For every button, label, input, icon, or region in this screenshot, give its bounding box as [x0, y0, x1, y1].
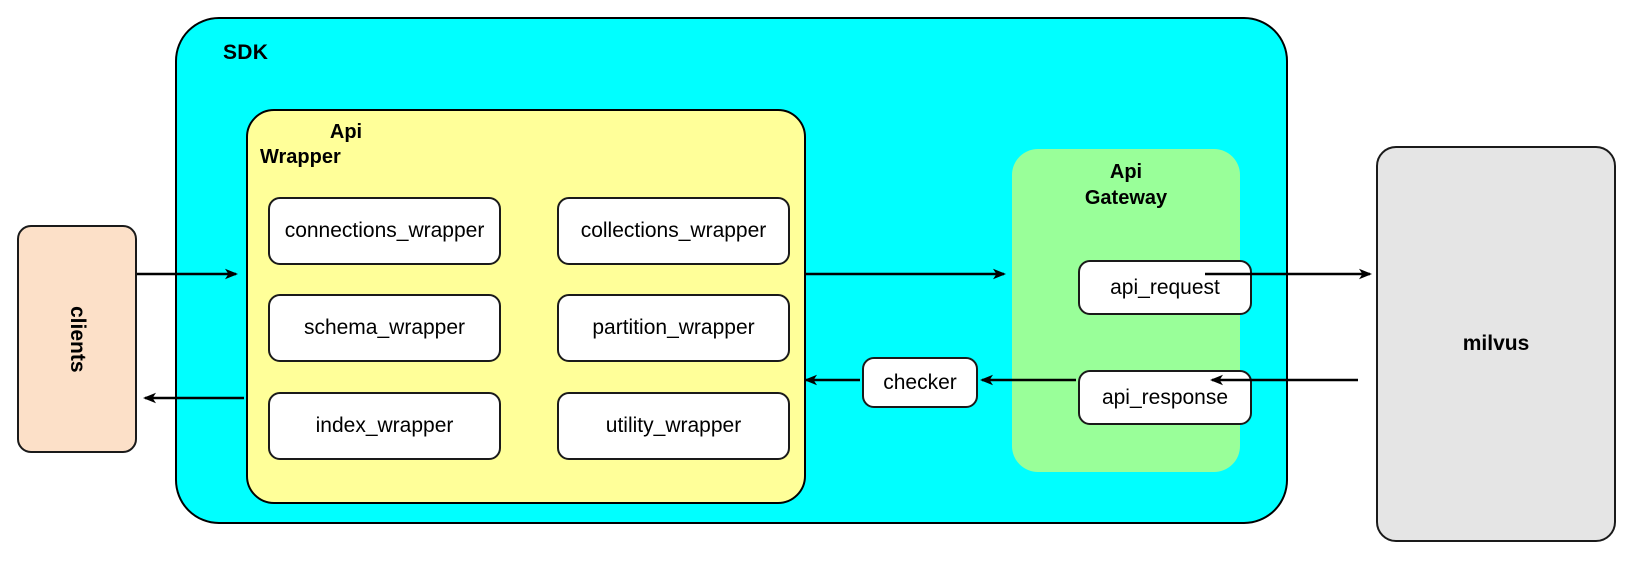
- wrapper-box-label: schema_wrapper: [303, 316, 466, 339]
- sdk-title: SDK: [223, 41, 269, 64]
- checker-node[interactable]: checker: [862, 357, 978, 408]
- api-request-node[interactable]: api_request: [1078, 260, 1252, 315]
- wrapper-box-label: index_wrapper: [315, 414, 454, 437]
- milvus-node[interactable]: milvus: [1376, 146, 1616, 542]
- api-response-label: api_response: [1101, 385, 1229, 409]
- wrapper-box-utility[interactable]: utility_wrapper: [557, 392, 790, 460]
- checker-label: checker: [883, 370, 957, 394]
- sdk-container[interactable]: SDK Api Wrapper connections_wrapper coll…: [175, 17, 1288, 524]
- wrapper-box-schema[interactable]: schema_wrapper: [268, 294, 501, 362]
- api-wrapper-group[interactable]: Api Wrapper connections_wrapper collecti…: [246, 109, 806, 504]
- wrapper-box-connections[interactable]: connections_wrapper: [268, 197, 501, 265]
- api-gateway-title-line1: Api: [1109, 161, 1143, 183]
- api-wrapper-title-line1: Api: [329, 121, 363, 143]
- api-response-node[interactable]: api_response: [1078, 370, 1252, 425]
- wrapper-box-collections[interactable]: collections_wrapper: [557, 197, 790, 265]
- api-gateway-group[interactable]: Api Gateway api_request api_response: [1012, 149, 1252, 472]
- api-gateway-title: Api Gateway: [1012, 159, 1240, 211]
- wrapper-box-label: collections_wrapper: [580, 219, 767, 242]
- milvus-label: milvus: [1462, 332, 1530, 355]
- wrapper-box-index[interactable]: index_wrapper: [268, 392, 501, 460]
- wrapper-box-label: partition_wrapper: [592, 316, 755, 339]
- api-wrapper-title: Api Wrapper: [256, 120, 436, 170]
- api-gateway-title-line2: Gateway: [1084, 187, 1168, 209]
- wrapper-box-label: connections_wrapper: [284, 219, 485, 242]
- clients-label: clients: [66, 305, 89, 373]
- clients-node[interactable]: clients: [17, 225, 137, 453]
- wrapper-box-partition[interactable]: partition_wrapper: [557, 294, 790, 362]
- wrapper-box-label: utility_wrapper: [605, 414, 742, 437]
- api-wrapper-title-line2: Wrapper: [260, 146, 341, 168]
- api-request-label: api_request: [1110, 275, 1220, 299]
